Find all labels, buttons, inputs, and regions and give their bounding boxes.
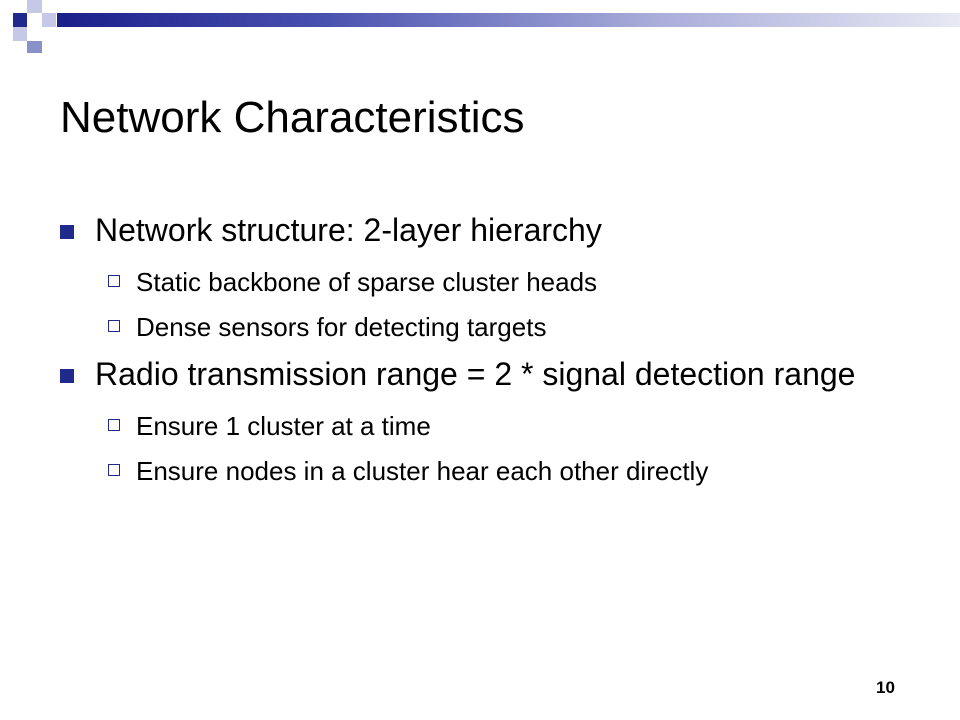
bullet-text: Network structure: 2-layer hierarchy xyxy=(95,212,602,248)
square-bullet-icon xyxy=(60,225,74,239)
hollow-square-bullet-icon xyxy=(108,275,120,287)
bullet-item: Network structure: 2-layer hierarchy xyxy=(60,212,920,249)
decor-square-dark xyxy=(13,13,27,27)
page-number: 10 xyxy=(876,678,895,697)
bullet-text: Radio transmission range = 2 * signal de… xyxy=(95,356,856,392)
sub-bullet-text: Dense sensors for detecting targets xyxy=(136,312,547,342)
hollow-square-bullet-icon xyxy=(108,419,120,431)
square-bullet-icon xyxy=(60,369,74,383)
decor-square-light xyxy=(42,13,56,27)
sub-bullet-item: Static backbone of sparse cluster heads xyxy=(60,267,920,297)
header-decoration xyxy=(0,0,960,60)
sub-bullet-text: Ensure nodes in a cluster hear each othe… xyxy=(136,456,709,486)
decor-square-mid xyxy=(27,41,42,53)
decor-gradient-bar xyxy=(57,13,960,27)
hollow-square-bullet-icon xyxy=(108,464,120,476)
sub-bullet-text: Static backbone of sparse cluster heads xyxy=(136,267,598,297)
sub-bullet-text: Ensure 1 cluster at a time xyxy=(136,411,431,441)
bullet-item: Radio transmission range = 2 * signal de… xyxy=(60,356,920,393)
decor-square-light xyxy=(13,27,27,41)
hollow-square-bullet-icon xyxy=(108,320,120,332)
sub-bullet-item: Ensure 1 cluster at a time xyxy=(60,411,920,441)
sub-bullet-item: Ensure nodes in a cluster hear each othe… xyxy=(60,456,920,486)
sub-bullet-item: Dense sensors for detecting targets xyxy=(60,312,920,342)
slide-content: Network structure: 2-layer hierarchy Sta… xyxy=(60,212,920,486)
decor-square-light xyxy=(27,0,42,13)
slide-title: Network Characteristics xyxy=(60,93,525,142)
